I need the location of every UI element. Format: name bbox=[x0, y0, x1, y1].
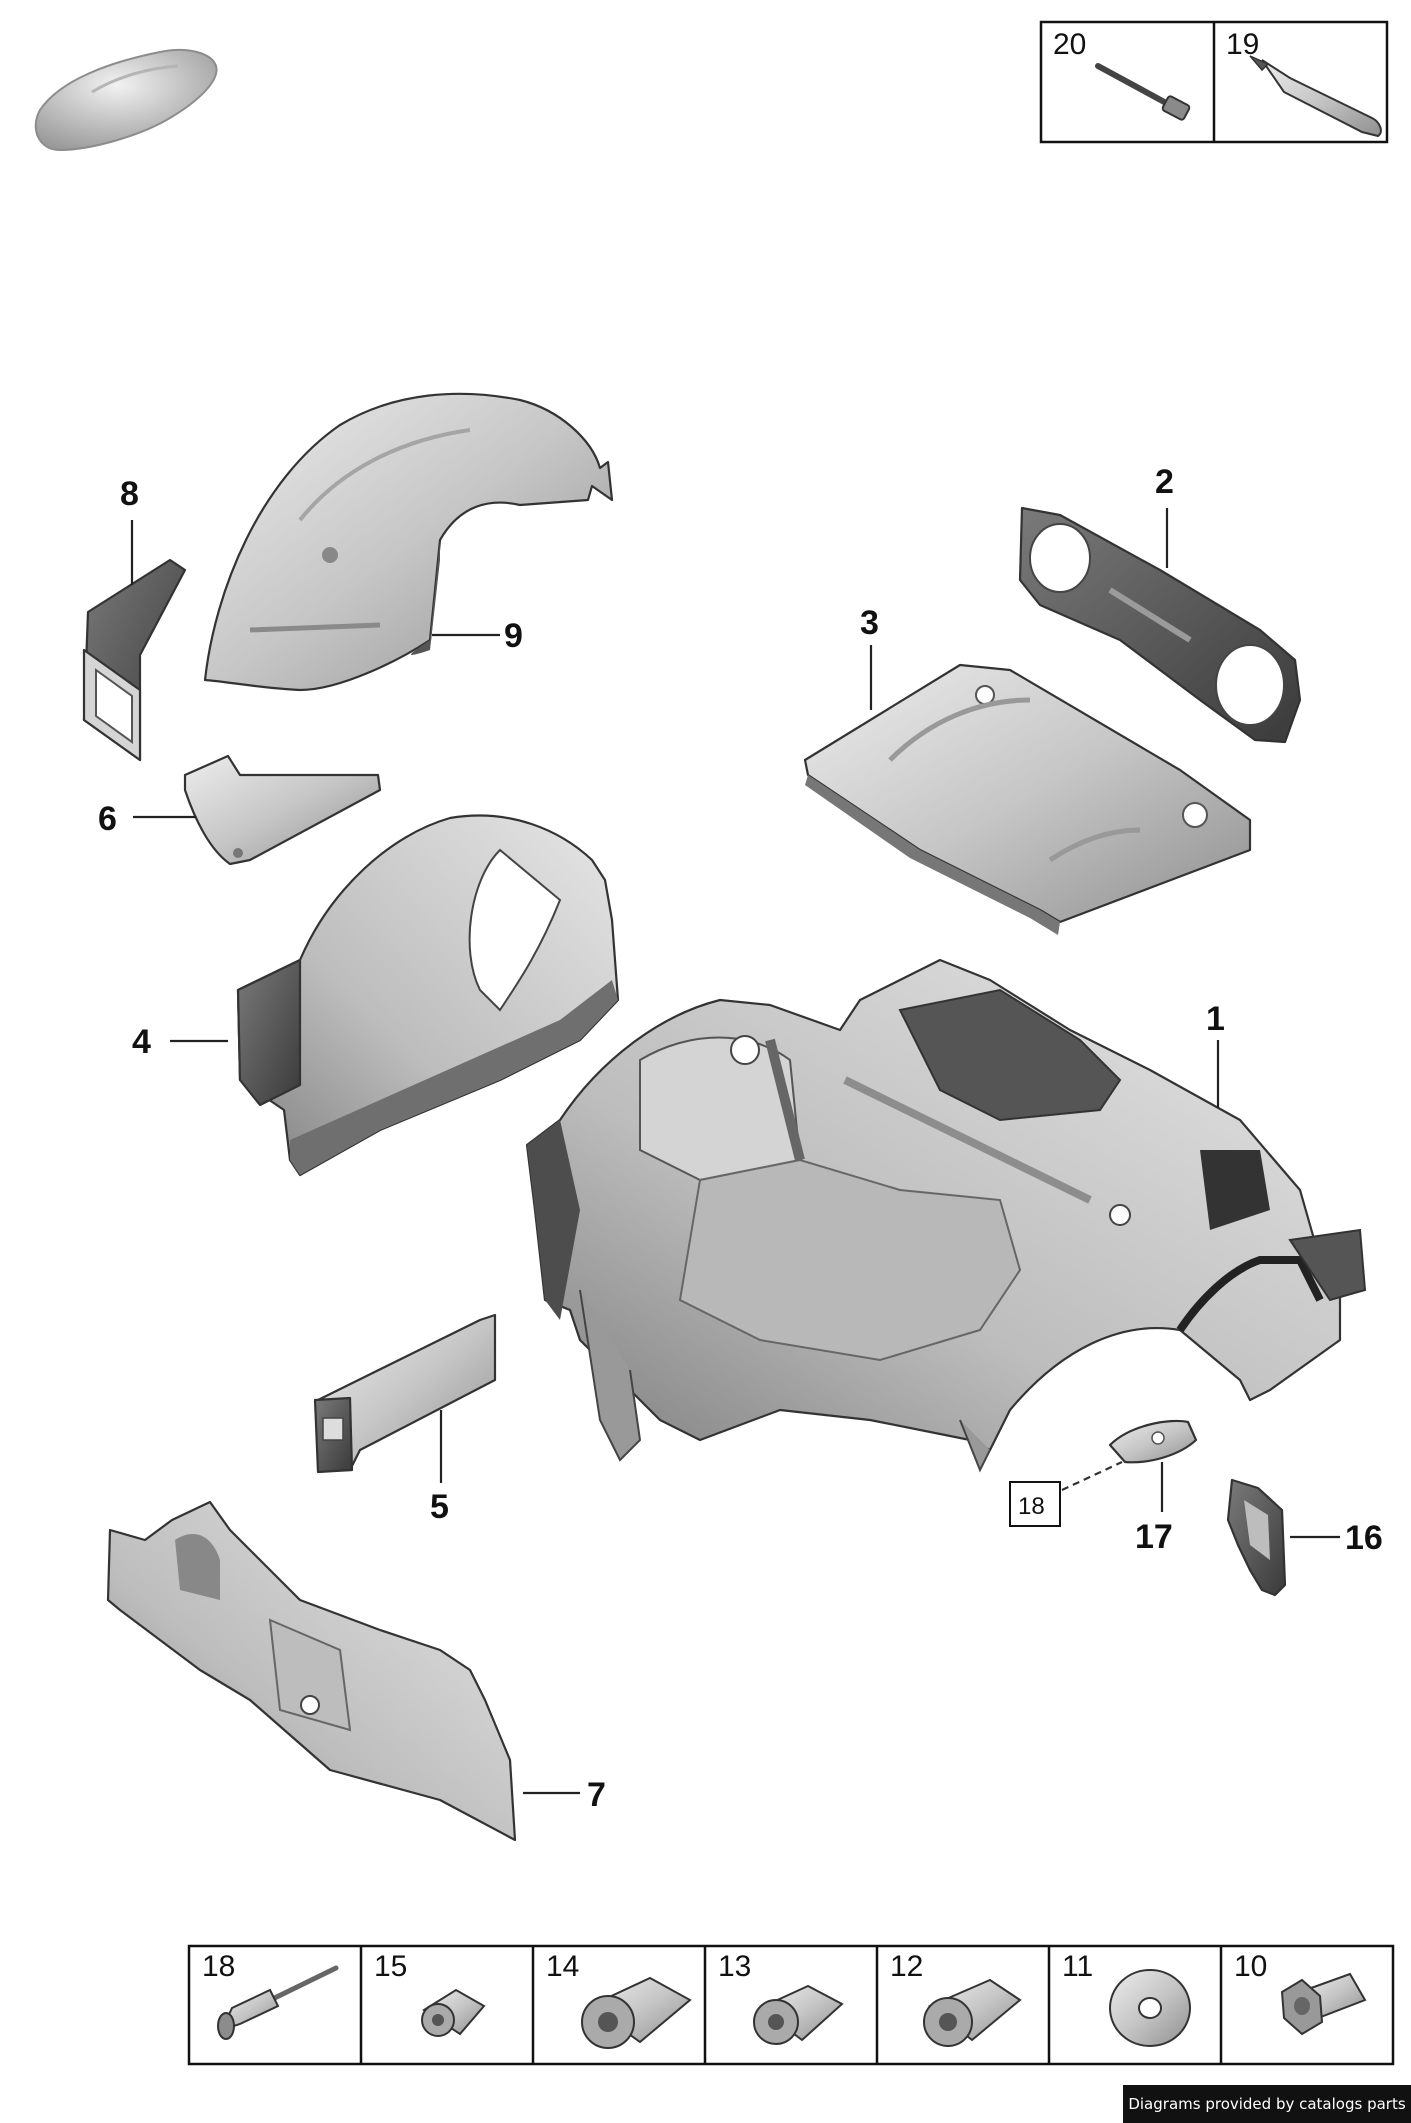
callout-8: 8 bbox=[120, 475, 139, 513]
bottom-table-cell-14: 14 bbox=[546, 1950, 692, 2049]
bottom-parts-table: 18 15 14 13 bbox=[187, 1944, 1395, 2066]
callout-16: 16 bbox=[1345, 1519, 1383, 1557]
part-5-cross-member bbox=[313, 1313, 497, 1474]
callout-4: 4 bbox=[132, 1023, 151, 1061]
bottom-table-label-14: 14 bbox=[546, 1950, 579, 1983]
part-8-bracket bbox=[82, 558, 187, 762]
part-2-rear-panel bbox=[1018, 506, 1302, 744]
top-parts-table: 20 19 bbox=[1039, 20, 1389, 144]
part-4-wheelhouse bbox=[236, 814, 620, 1177]
callout-17: 17 bbox=[1135, 1518, 1173, 1556]
leader-18 bbox=[1061, 1461, 1123, 1491]
part-7-bulkhead bbox=[106, 1500, 517, 1842]
part-9-wheelhouse bbox=[203, 392, 614, 692]
washer-icon bbox=[1109, 1969, 1191, 2047]
bottom-table-label-15: 15 bbox=[374, 1950, 407, 1983]
sealant-tube-icon bbox=[1249, 55, 1382, 138]
part-17-plate bbox=[1108, 1419, 1198, 1464]
spacer-sleeve-icon bbox=[753, 1984, 844, 2045]
callout-7: 7 bbox=[587, 1776, 606, 1814]
bottom-table-cell-11: 11 bbox=[1062, 1950, 1191, 2047]
callout-9: 9 bbox=[504, 617, 523, 655]
car-silhouette-icon bbox=[34, 48, 218, 152]
bottom-table-cell-10: 10 bbox=[1234, 1950, 1367, 2036]
spacer-sleeve-icon bbox=[923, 1978, 1022, 2047]
top-table-cell-20: 20 bbox=[1053, 28, 1191, 121]
part-16-bracket bbox=[1226, 1478, 1287, 1597]
bottom-table-label-13: 13 bbox=[718, 1950, 751, 1983]
bolt-nut-icon bbox=[1280, 1972, 1367, 2036]
bottom-table-label-18: 18 bbox=[202, 1950, 235, 1983]
callout-2: 2 bbox=[1155, 463, 1174, 501]
rivet-icon bbox=[217, 1965, 339, 2040]
part-6-panel bbox=[183, 754, 382, 866]
spacer-sleeve-icon bbox=[421, 1988, 486, 2037]
callout-1: 1 bbox=[1206, 1000, 1225, 1038]
bottom-table-cell-12: 12 bbox=[890, 1950, 1022, 2047]
bottom-table-cell-15: 15 bbox=[374, 1950, 486, 2037]
bottom-table-label-10: 10 bbox=[1234, 1950, 1267, 1983]
top-table-label-19: 19 bbox=[1226, 28, 1259, 61]
reference-box-18: 18 bbox=[1009, 1481, 1061, 1527]
callout-5: 5 bbox=[430, 1488, 449, 1526]
part-3-floor-panel bbox=[803, 663, 1252, 935]
pin-icon bbox=[1095, 63, 1191, 121]
bottom-table-label-11: 11 bbox=[1062, 1950, 1093, 1983]
credit-banner: Diagrams provided by catalogs parts bbox=[1123, 2085, 1411, 2123]
part-1-rear-body bbox=[525, 958, 1367, 1473]
reference-label-18: 18 bbox=[1018, 1493, 1045, 1520]
callout-6: 6 bbox=[98, 800, 117, 838]
top-table-cell-19: 19 bbox=[1226, 28, 1382, 138]
bottom-table-label-12: 12 bbox=[890, 1950, 923, 1983]
top-table-label-20: 20 bbox=[1053, 28, 1086, 61]
callout-3: 3 bbox=[860, 604, 879, 642]
bottom-table-cell-13: 13 bbox=[718, 1950, 844, 2045]
bottom-table-cell-18: 18 bbox=[202, 1950, 339, 2040]
spacer-sleeve-icon bbox=[581, 1976, 692, 2049]
